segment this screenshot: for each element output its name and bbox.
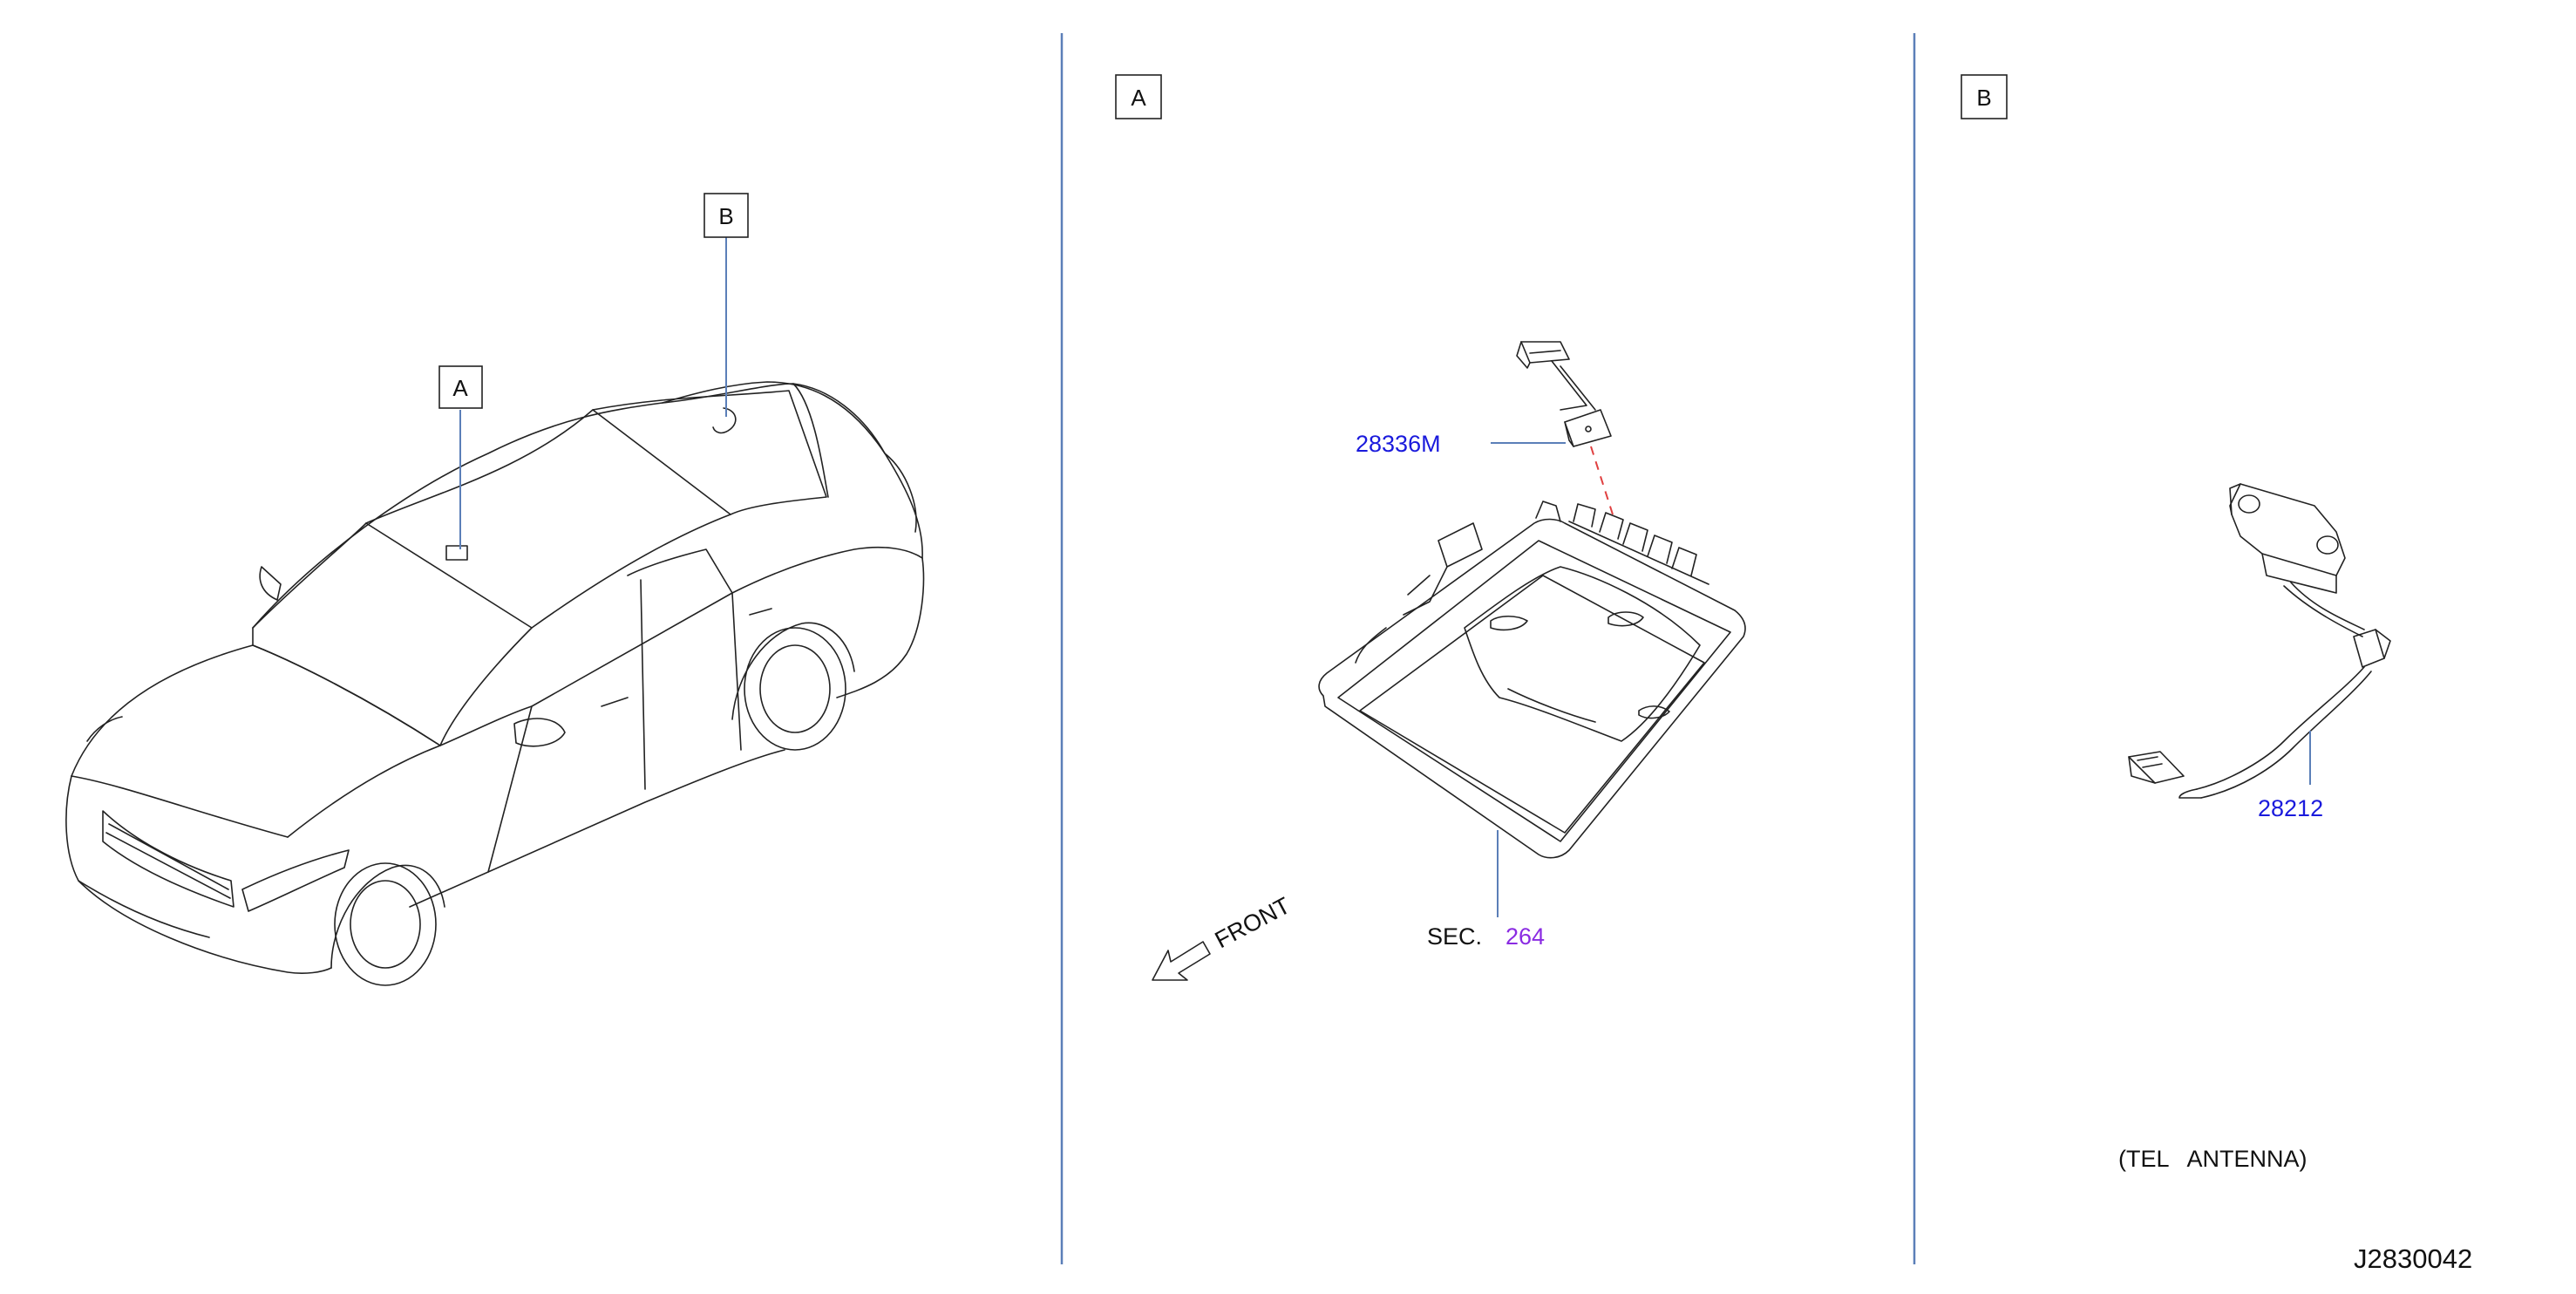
front-label: FRONT [1211, 892, 1295, 953]
connection-dash-line [1590, 446, 1614, 515]
panel-a-callout: A [1115, 74, 1162, 119]
svg-text:B: B [718, 203, 733, 229]
diagram-reference-id: J2830042 [2354, 1243, 2472, 1274]
section-number-link[interactable]: 264 [1505, 923, 1545, 950]
map-lamp-assembly [1318, 501, 1746, 859]
connector-part-28336m [1516, 341, 1612, 447]
car-antenna-marker [712, 407, 737, 434]
section-prefix: SEC. [1427, 923, 1482, 950]
callout-b-car: B [703, 193, 749, 417]
callout-a-car: A [438, 365, 483, 549]
arrow-down-left-icon [1152, 941, 1211, 981]
car-illustration [65, 381, 925, 986]
front-direction-indicator: FRONT [1152, 892, 1295, 981]
tel-antenna-caption: (TEL ANTENNA) [2118, 1146, 2308, 1172]
part-label-28336m: 28336M [1356, 431, 1441, 457]
car-roof-module-marker [445, 545, 468, 561]
panel-b-callout: B [1961, 74, 2008, 119]
part-label-28212: 28212 [2258, 795, 2323, 821]
svg-text:A: A [452, 375, 468, 401]
svg-text:A: A [1131, 85, 1146, 111]
tel-antenna-part-28212 [2128, 483, 2391, 799]
svg-text:B: B [1976, 85, 1991, 111]
